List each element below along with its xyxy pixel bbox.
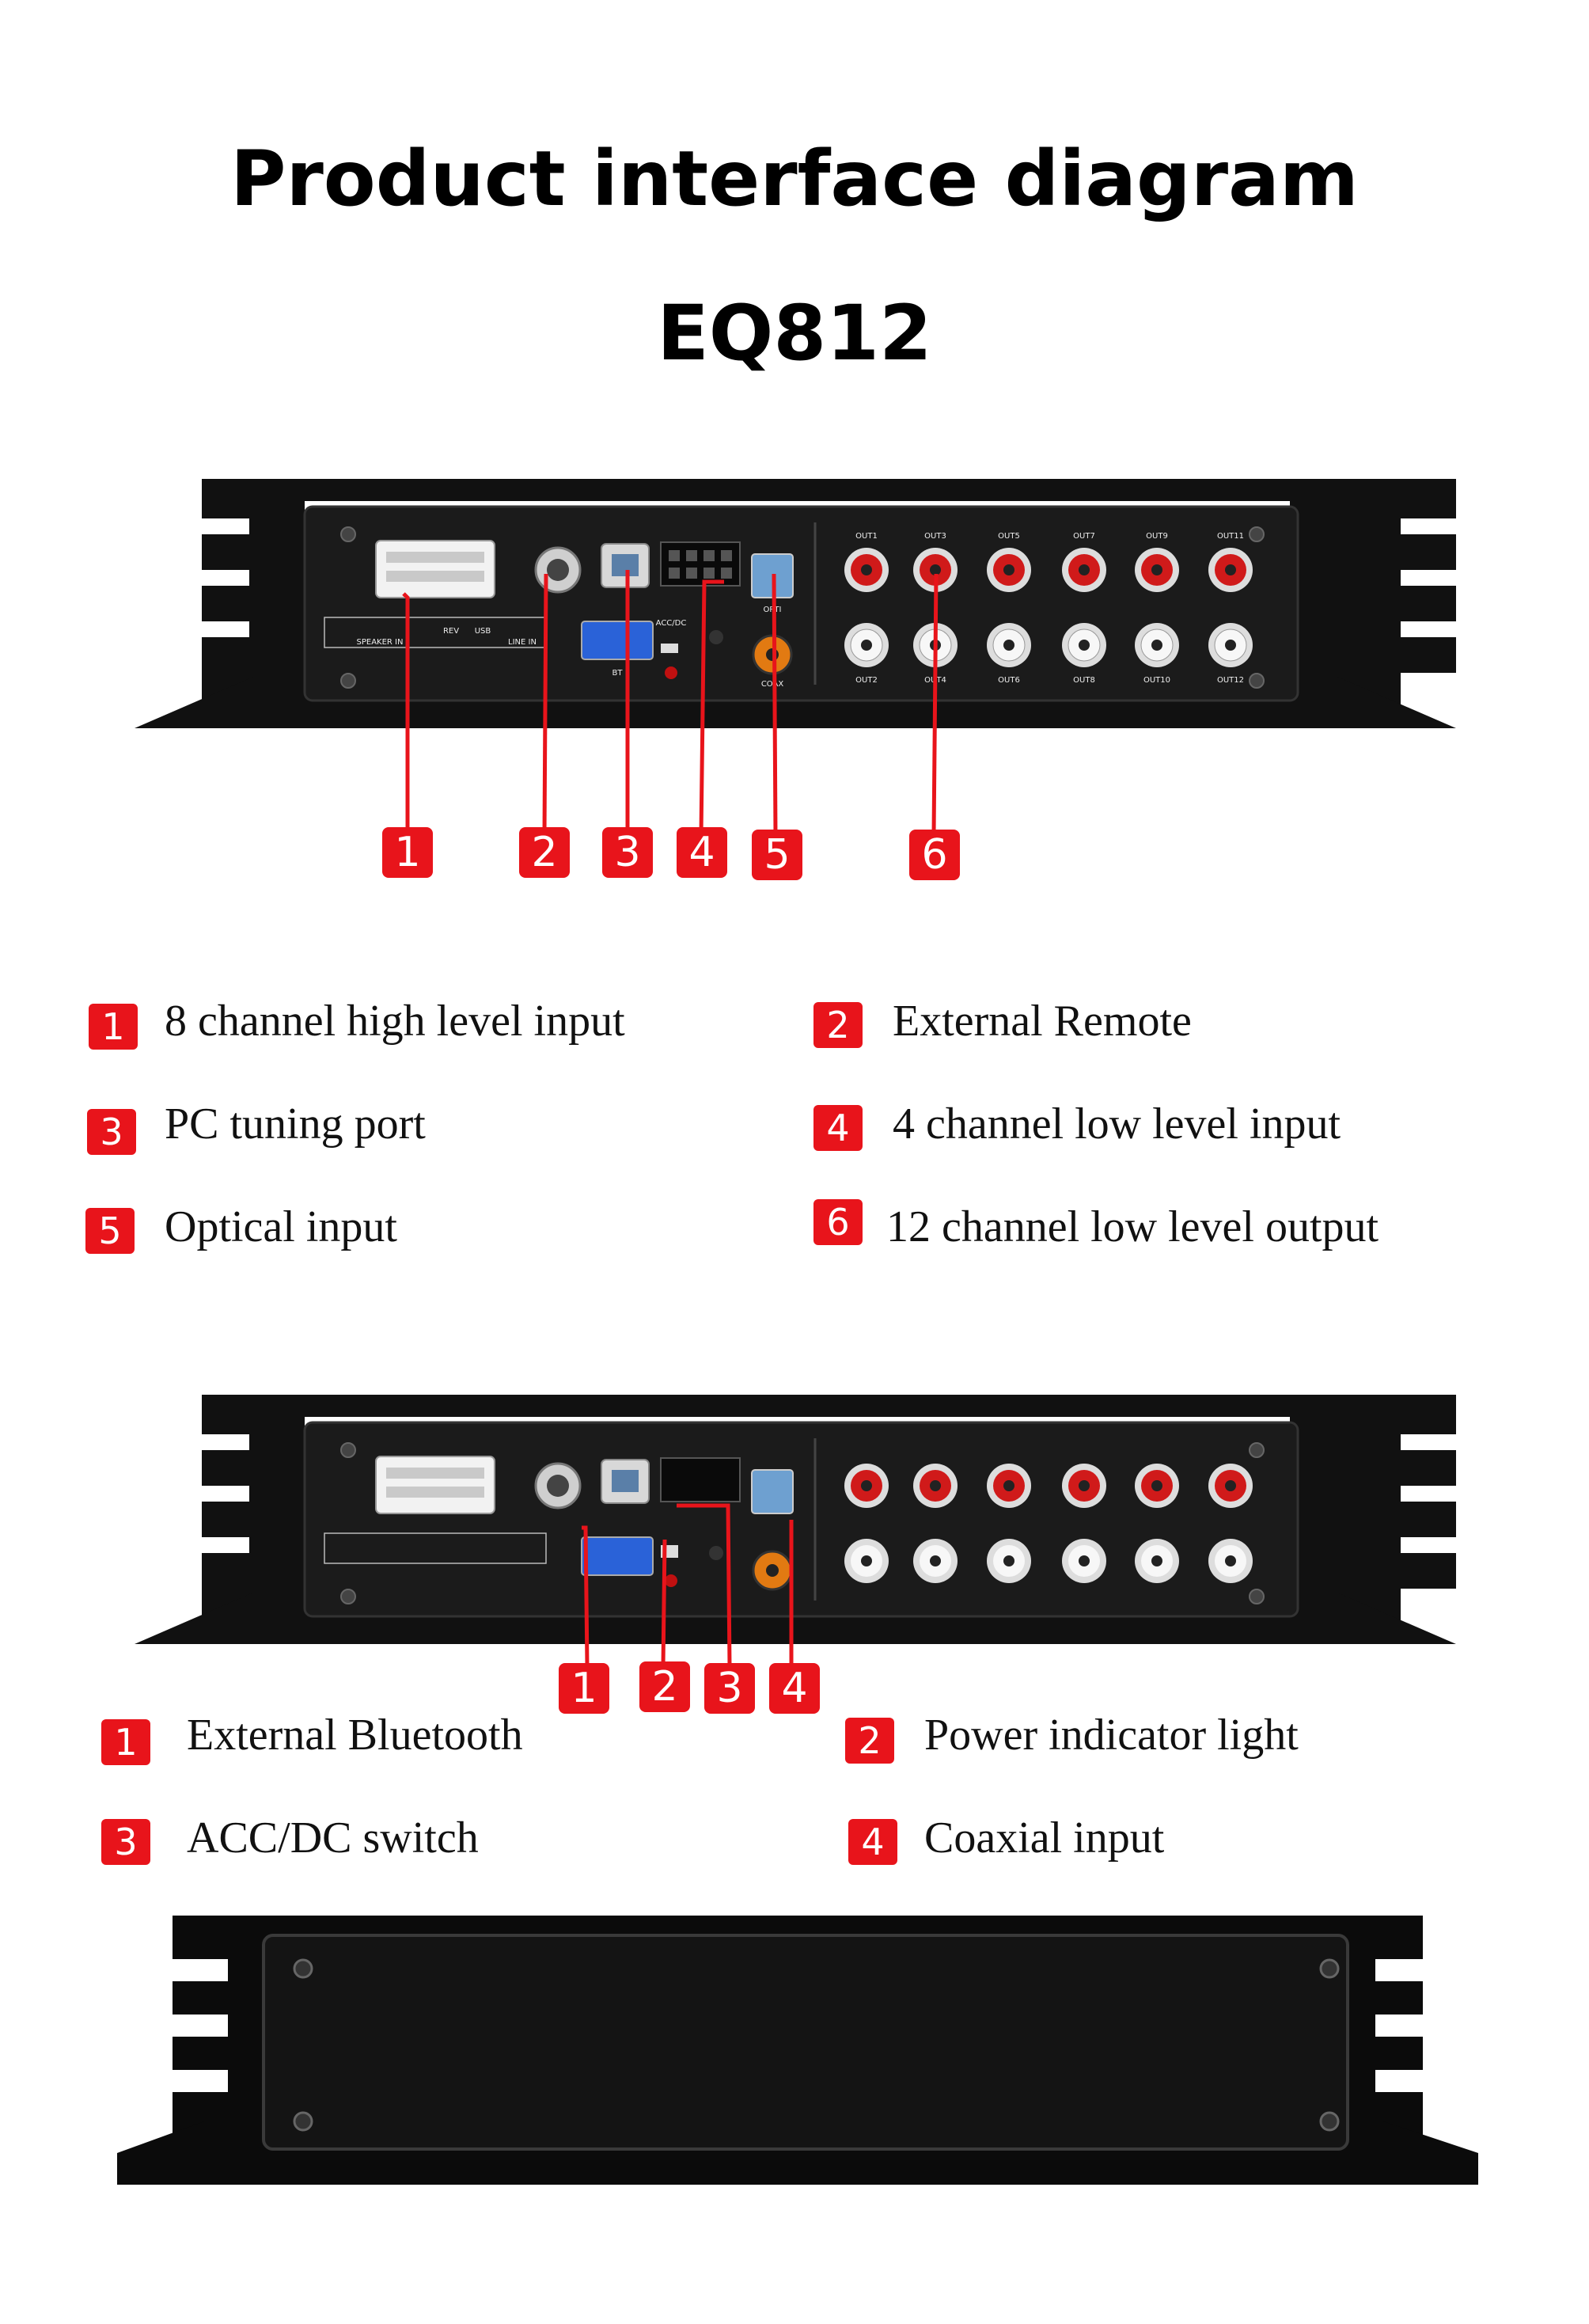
device-front-view-1: OUT1 OUT3 OUT5 OUT7 OUT9 OUT11 OUT2 OUT4… <box>135 479 1456 728</box>
legend2-text-2: Power indicator light <box>924 1711 1299 1760</box>
label-coax: COAX <box>761 680 784 689</box>
legend-badge-4: 4 <box>813 1105 863 1151</box>
model-name: EQ812 <box>657 289 932 378</box>
legend-text-2: External Remote <box>893 997 1192 1046</box>
label-out12: OUT12 <box>1217 676 1244 685</box>
label-speaker-in: SPEAKER IN <box>357 638 404 647</box>
callout-badge-6: 6 <box>909 830 960 880</box>
callout2-badge-3: 3 <box>704 1663 755 1714</box>
legend-text-1: 8 channel high level input <box>165 997 625 1046</box>
callout2-badge-1: 1 <box>559 1663 609 1714</box>
callout2-badge-2: 2 <box>639 1661 690 1712</box>
label-out10: OUT10 <box>1143 676 1170 685</box>
label-out7: OUT7 <box>1073 532 1095 541</box>
label-out3: OUT3 <box>924 532 946 541</box>
legend-badge-2: 2 <box>813 1002 863 1048</box>
legend-text-5: Optical input <box>165 1202 397 1251</box>
callout-badge-5: 5 <box>752 830 802 880</box>
label-out9: OUT9 <box>1146 532 1168 541</box>
legend-badge-1: 1 <box>89 1004 138 1050</box>
legend-badge-3: 3 <box>87 1109 136 1155</box>
callout2-badge-4: 4 <box>769 1663 820 1714</box>
label-out5: OUT5 <box>998 532 1020 541</box>
page-title: Product interface diagram <box>230 135 1359 223</box>
label-usb: USB <box>475 627 491 636</box>
legend2-badge-4: 4 <box>848 1819 897 1865</box>
label-out2: OUT2 <box>855 676 878 685</box>
label-rev: REV <box>443 627 459 636</box>
legend-text-6: 12 channel low level output <box>886 1202 1379 1251</box>
legend2-text-4: Coaxial input <box>924 1813 1165 1863</box>
label-out8: OUT8 <box>1073 676 1095 685</box>
callout-badge-3: 3 <box>602 827 653 878</box>
legend2-text-3: ACC/DC switch <box>187 1813 479 1863</box>
label-out11: OUT11 <box>1217 532 1244 541</box>
legend2-text-1: External Bluetooth <box>187 1711 523 1760</box>
legend2-badge-1: 1 <box>101 1719 150 1765</box>
label-bt: BT <box>612 669 624 678</box>
legend-badge-5: 5 <box>85 1208 135 1254</box>
legend-text-3: PC tuning port <box>165 1099 426 1149</box>
label-line-in: LINE IN <box>508 638 537 647</box>
label-out1: OUT1 <box>855 532 878 541</box>
label-out6: OUT6 <box>998 676 1020 685</box>
legend-badge-6: 6 <box>813 1199 863 1245</box>
legend2-badge-3: 3 <box>101 1819 150 1865</box>
callout-badge-4: 4 <box>677 827 727 878</box>
legend-text-4: 4 channel low level input <box>893 1099 1341 1149</box>
device-rear-view <box>117 1892 1478 2185</box>
callout-badge-1: 1 <box>382 827 433 878</box>
device-front-view-2 <box>135 1395 1456 1644</box>
legend2-badge-2: 2 <box>845 1718 894 1764</box>
callout-lines-2 <box>582 1503 794 1667</box>
label-acc-dc: ACC/DC <box>656 619 687 628</box>
callout-lines-1 <box>402 570 939 836</box>
callout-badge-2: 2 <box>519 827 570 878</box>
